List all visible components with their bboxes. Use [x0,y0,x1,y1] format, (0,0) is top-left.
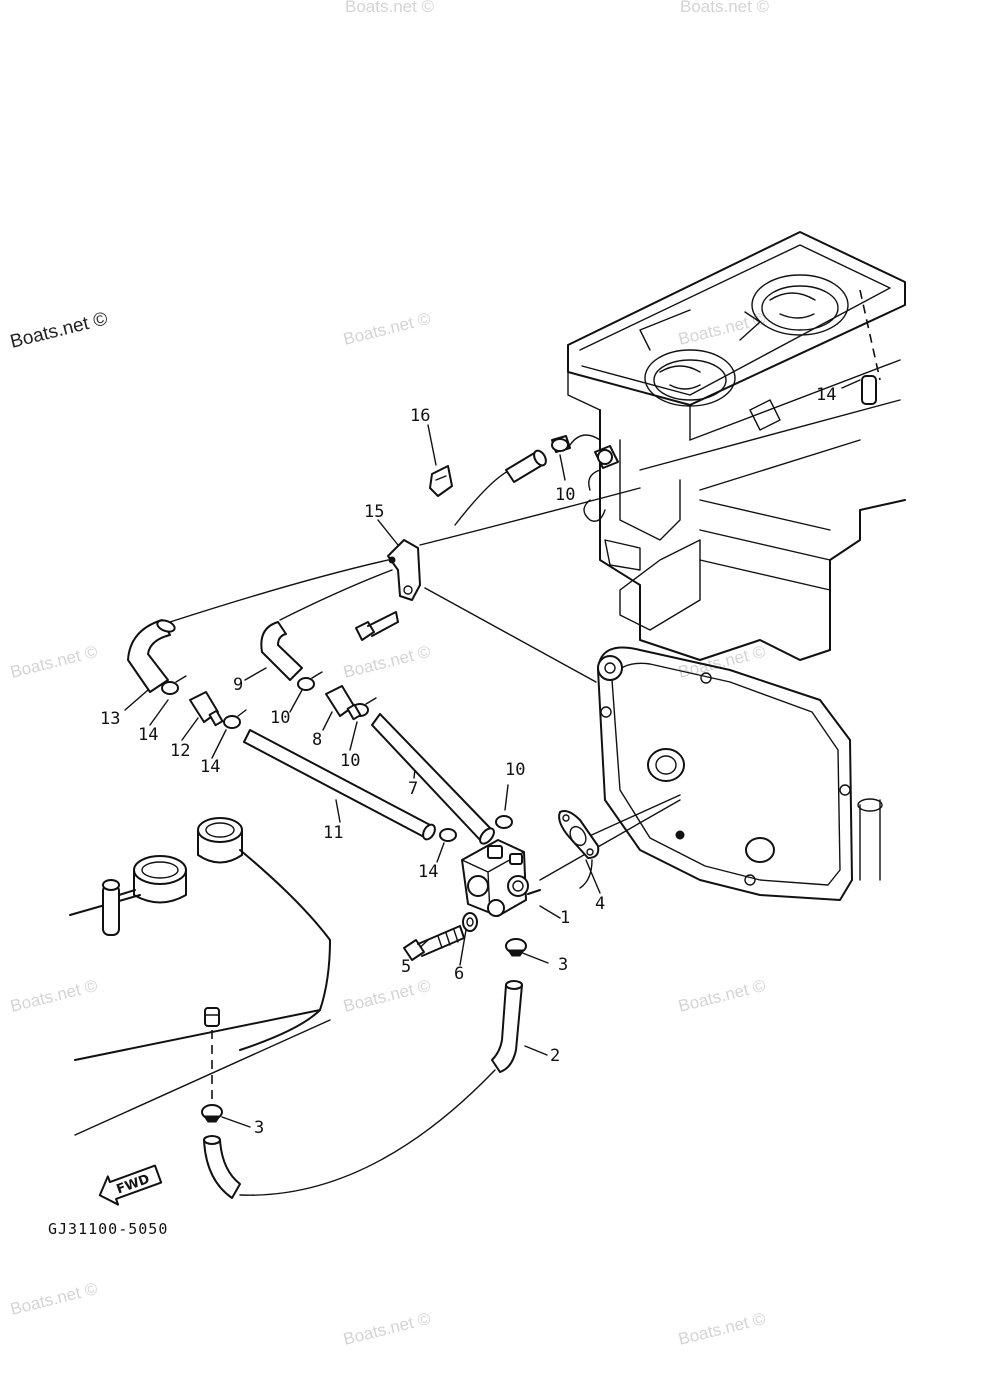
watermark: Boats.net © [341,1309,432,1349]
watermark: Boats.net © [676,1309,767,1349]
clamp-3-lower [201,1104,223,1123]
callouts: 1 2 3 3 4 5 6 7 8 9 10 10 10 10 11 12 13… [100,385,836,1138]
bolt [355,611,399,641]
filter-12 [189,691,224,727]
callout-9: 9 [233,675,243,695]
washer-6 [462,912,478,932]
hose-7 [371,713,495,845]
callout-1: 1 [560,908,570,928]
fwd-arrow-icon: FWD [98,1164,163,1206]
callout-11: 11 [323,823,343,843]
watermark: Boats.net © [341,642,432,682]
watermark: Boats.net © [676,976,767,1016]
callout-16: 16 [410,406,430,426]
clamp-14-mid [223,709,247,729]
fuel-cock-1 [461,839,541,917]
clamp-14-pump [439,828,457,842]
watermark: Boats.net © [341,976,432,1016]
watermark: Boats.net © [8,976,99,1016]
callout-8: 8 [312,730,322,750]
callout-5: 5 [401,957,411,977]
callout-14: 14 [200,757,220,777]
clamp-10-pump [495,815,513,829]
bolt-5 [403,925,465,961]
watermark: Boats.net © [8,1279,99,1319]
callout-4: 4 [595,894,605,914]
diagram-code: GJ31100-5050 [48,1220,168,1238]
watermark: Boats.net © [341,309,432,349]
callout-3: 3 [254,1118,264,1138]
hose-2 [491,980,523,1073]
clamp-14-left [161,675,187,695]
routing-lines [169,469,681,1196]
callout-7: 7 [408,779,418,799]
callout-14: 14 [418,862,438,882]
callout-3: 3 [558,955,568,975]
clip-16 [429,465,453,497]
callout-14: 14 [816,385,836,405]
callout-14: 14 [138,725,158,745]
hose-11 [243,729,436,841]
magneto-cover [597,646,883,901]
clamps [161,438,569,842]
fuel-tank [69,817,331,1136]
watermark-main: Boats.net © [8,308,110,352]
watermark: Boats.net © [345,0,435,16]
callout-10: 10 [340,751,360,771]
callout-2: 2 [550,1046,560,1066]
gasket-4 [558,810,600,859]
callout-10: 10 [555,485,575,505]
watermark: Boats.net © [8,642,99,682]
engine-block [567,231,906,661]
watermark: Boats.net © [680,0,770,16]
callout-10: 10 [270,708,290,728]
callout-6: 6 [454,964,464,984]
callout-13: 13 [100,709,120,729]
watermark-grid: Boats.net © Boats.net © Boats.net © Boat… [8,0,769,1349]
hose-13 [127,619,176,693]
callout-10: 10 [505,760,525,780]
leader-lines [124,379,861,1128]
hose-lower [203,1135,241,1199]
callout-12: 12 [170,741,190,761]
clamp-10-9 [297,671,323,691]
filter-8 [325,685,362,721]
callout-15: 15 [364,502,384,522]
clamp-10-top [551,438,569,452]
clamp-3-upper [505,938,527,957]
bracket-15 [387,539,421,601]
hose-9 [260,621,303,681]
